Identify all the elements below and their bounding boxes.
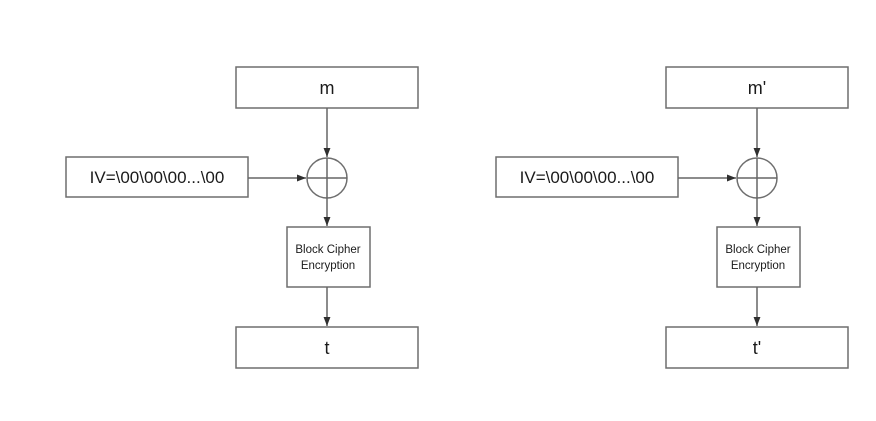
tag-box [665, 326, 849, 369]
iv-label: IV=\00\00\00...\00 [520, 168, 655, 187]
message-box [235, 66, 419, 109]
tag-label: t' [753, 338, 761, 358]
diagram-left: m IV=\00\00\00...\00 Block Cipher Encryp… [65, 66, 419, 369]
block-cipher-label-line2: Encryption [731, 260, 785, 272]
block-cipher-box [286, 226, 371, 288]
iv-box [65, 156, 249, 198]
message-label: m' [748, 78, 766, 98]
diagram-right: m' IV=\00\00\00...\00 Block Cipher Encry… [495, 66, 849, 369]
block-cipher-box [716, 226, 801, 288]
tag-box [235, 326, 419, 369]
block-cipher-label-line1: Block Cipher [295, 244, 360, 256]
block-cipher-label-line1: Block Cipher [725, 244, 790, 256]
message-label: m [320, 78, 335, 98]
iv-box [495, 156, 679, 198]
block-cipher-label-line2: Encryption [301, 260, 355, 272]
iv-label: IV=\00\00\00...\00 [90, 168, 225, 187]
tag-label: t [324, 338, 329, 358]
